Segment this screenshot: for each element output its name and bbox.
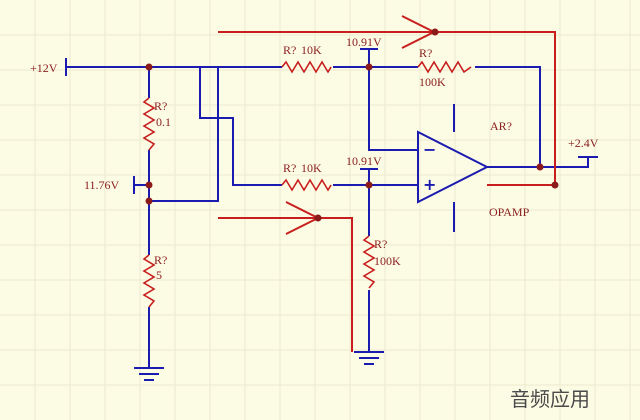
label-r-divider-top-val: 0.1 bbox=[156, 115, 171, 129]
wire-crossover-a bbox=[199, 67, 282, 186]
opamp-plus-sign: + bbox=[423, 175, 436, 194]
wire-crossover-b bbox=[149, 67, 219, 202]
label-r-divider-bot-ref: R? bbox=[154, 253, 167, 267]
junction-divider bbox=[145, 197, 153, 205]
label-r-bottom-ref: R? bbox=[283, 161, 296, 175]
annotation-ground-path bbox=[218, 217, 353, 352]
label-r-top-val: 10K bbox=[301, 43, 322, 57]
label-r-top-ref: R? bbox=[283, 43, 296, 57]
resistor-bottom-input bbox=[281, 178, 332, 192]
label-output-voltage: +2.4V bbox=[568, 136, 599, 150]
wire-minus-input bbox=[368, 67, 418, 151]
labels: +12V R? 0.1 11.76V R? 5 R? 10K 10.91V R?… bbox=[30, 35, 599, 411]
resistor-divider-bottom bbox=[142, 254, 156, 308]
label-opamp-name: OPAMP bbox=[489, 205, 530, 219]
label-bottom-node-voltage: 10.91V bbox=[346, 154, 382, 168]
junction-top-node bbox=[365, 63, 373, 71]
label-r-divider-bot-val: 5 bbox=[156, 268, 162, 282]
junction-annot-top bbox=[431, 28, 439, 36]
junction-mid bbox=[145, 181, 153, 189]
grounds bbox=[134, 351, 384, 381]
resistor-top-input bbox=[281, 60, 332, 74]
label-supply-voltage: +12V bbox=[30, 61, 58, 75]
label-r-ground-val: 100K bbox=[374, 254, 401, 268]
resistor-ground bbox=[362, 235, 376, 289]
wire-feedback-right bbox=[475, 66, 541, 167]
wire-output bbox=[487, 157, 589, 168]
label-r-feedback-val: 100K bbox=[419, 75, 446, 89]
label-r-bottom-val: 10K bbox=[301, 161, 322, 175]
opamp-triangle bbox=[417, 130, 490, 204]
ground-symbol-right bbox=[354, 351, 384, 365]
annotation-feedback-path bbox=[218, 31, 556, 186]
opamp-minus-sign: − bbox=[423, 140, 436, 159]
resistor-divider-top bbox=[142, 97, 156, 151]
junction-annot-bottom bbox=[314, 214, 322, 222]
watermark: 音频应用 bbox=[510, 387, 590, 411]
label-r-divider-top-ref: R? bbox=[154, 99, 167, 113]
junctions bbox=[145, 28, 559, 222]
label-mid-voltage: 11.76V bbox=[84, 178, 120, 192]
label-top-node-voltage: 10.91V bbox=[346, 35, 382, 49]
ground-symbol-left bbox=[134, 367, 164, 381]
resistor-feedback bbox=[417, 60, 472, 74]
label-r-ground-ref: R? bbox=[374, 237, 387, 251]
junction-output bbox=[536, 163, 544, 171]
junction-supply bbox=[145, 63, 153, 71]
label-r-feedback-ref: R? bbox=[419, 46, 432, 60]
junction-annot-right bbox=[551, 181, 559, 189]
opamp bbox=[417, 130, 490, 204]
junction-bottom-node bbox=[365, 181, 373, 189]
label-opamp-ref: AR? bbox=[490, 119, 512, 133]
resistors bbox=[142, 60, 472, 308]
